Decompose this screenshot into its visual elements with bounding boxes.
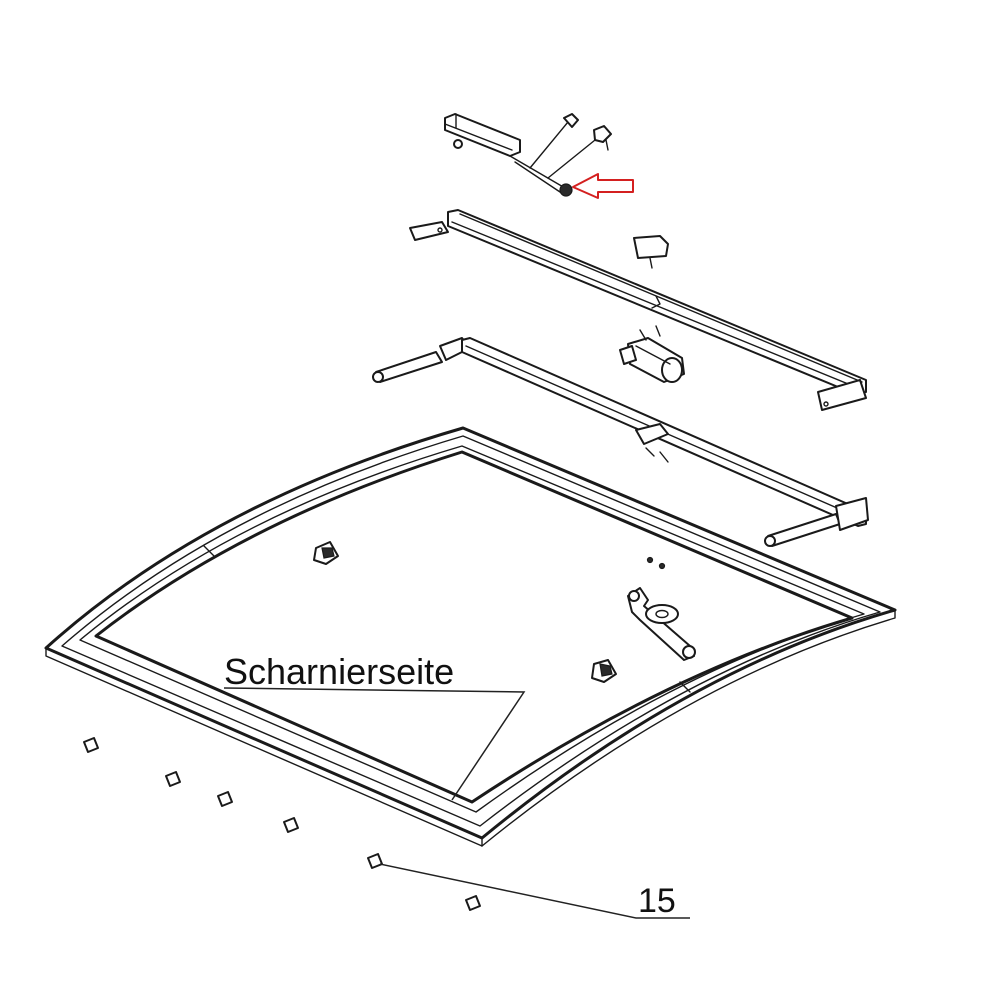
leader-part-15 bbox=[379, 863, 690, 919]
latch-right bbox=[591, 659, 617, 683]
leader-hinge-side bbox=[223, 687, 526, 801]
hinge-side-label: Scharnierseite bbox=[224, 651, 454, 692]
small-screws bbox=[646, 556, 666, 570]
locking-handle bbox=[627, 587, 696, 661]
clip-parts bbox=[83, 737, 481, 911]
highlight-arrow bbox=[572, 173, 634, 199]
roof-frame bbox=[44, 426, 897, 847]
upper-rail bbox=[409, 209, 867, 411]
top-cable-assembly bbox=[444, 113, 612, 197]
motor bbox=[619, 325, 685, 383]
lower-rail bbox=[372, 337, 869, 547]
part-number-label: 15 bbox=[638, 882, 676, 920]
latch-left bbox=[313, 541, 339, 565]
